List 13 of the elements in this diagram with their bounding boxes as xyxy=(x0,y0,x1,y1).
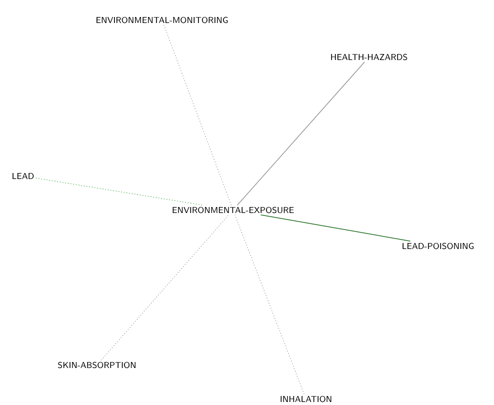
term-label: LEAD xyxy=(12,173,34,179)
term-label: SKIN-ABSORPTION xyxy=(58,362,136,368)
connector-line xyxy=(260,214,411,242)
term-label: ENVIRONMENTAL-MONITORING xyxy=(96,16,228,24)
connector-line xyxy=(163,24,232,206)
term-label: ENVIRONMENTAL-EXPOSURE xyxy=(172,206,294,214)
connector-line xyxy=(234,214,304,394)
term-label: LEAD-POISONING xyxy=(402,242,474,250)
connector-line xyxy=(236,62,366,206)
connector-line xyxy=(36,178,204,206)
connector-line xyxy=(100,214,230,360)
term-label: HEALTH-HAZARDS xyxy=(331,54,408,60)
term-label: INHALATION xyxy=(280,396,332,402)
